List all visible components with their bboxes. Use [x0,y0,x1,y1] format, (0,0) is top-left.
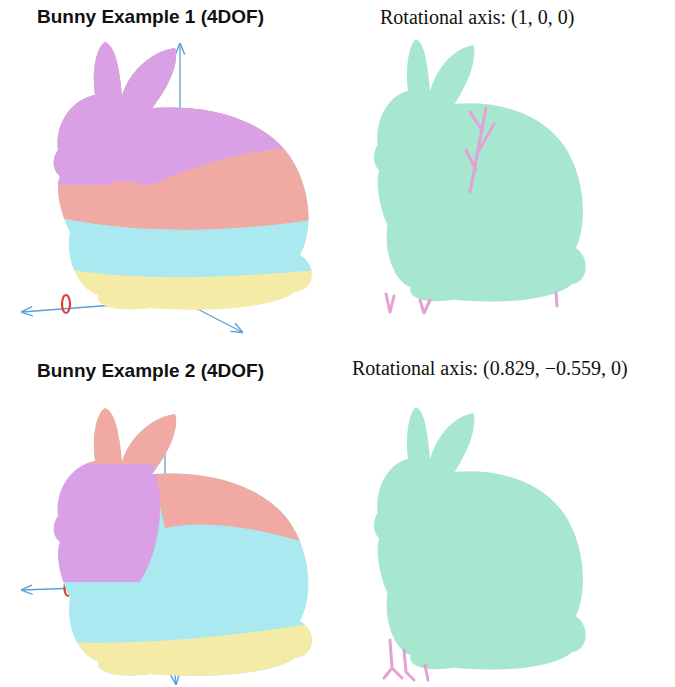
support-leg [420,300,430,313]
support-leg [556,293,557,306]
segment-yellow [0,621,330,687]
printed-bunny-1 [374,39,586,301]
axis-label: Rotational axis: (1, 0, 0) [380,6,574,29]
support-tree [470,112,482,130]
segment-cyan [0,0,340,277]
axis-label: Rotational axis: (0.829, −0.559, 0) [352,357,628,380]
printed-bunny-2 [374,407,586,669]
panel-heading: Bunny Example 1 (4DOF) [37,6,264,28]
segment-cyan [0,366,340,687]
support-tree [466,150,476,170]
segment-salmon [0,0,340,230]
panel-heading: Bunny Example 2 (4DOF) [37,360,264,382]
segmented-bunny-2 [0,366,340,687]
supports-2 [384,640,428,680]
segment-salmon [97,181,153,215]
segment-salmon [150,461,330,551]
support-leg [425,665,428,680]
rotation-ring [62,295,70,313]
segmented-bunny-1 [0,0,340,330]
printed-bunny [374,407,586,669]
supports-1 [386,108,557,313]
segment-purple [40,462,160,582]
segment-yellow [0,0,340,330]
support-leg [404,650,414,680]
segment-purple [0,0,340,185]
printed-bunny [374,39,586,301]
support-leg [386,294,394,312]
support-leg [384,640,402,678]
